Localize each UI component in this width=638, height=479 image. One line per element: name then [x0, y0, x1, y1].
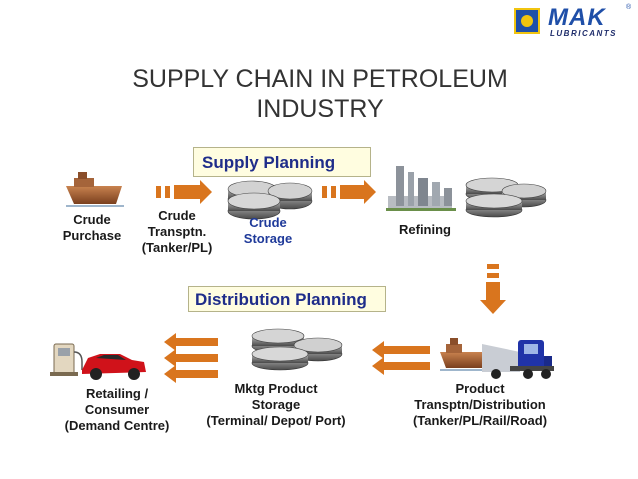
refining-label: Refining — [399, 222, 451, 237]
crude-storage-tanks-icon — [227, 180, 313, 220]
supply-planning-box: Supply Planning — [193, 147, 371, 177]
title-line-2: INDUSTRY — [256, 95, 384, 123]
logo-brand: MAK — [548, 4, 606, 31]
page-title: SUPPLY CHAIN IN PETROLEUM INDUSTRY — [60, 64, 580, 124]
arrow-left-icon — [164, 333, 218, 383]
refined-storage-tanks-icon — [465, 177, 547, 218]
logo-badge-icon — [514, 8, 540, 34]
crude-transport-label: Crude Transptn. (Tanker/PL) — [141, 208, 213, 255]
retailing-label: Retailing / Consumer (Demand Centre) — [64, 386, 170, 433]
arrow-right-icon — [322, 180, 376, 204]
crude-ship-icon — [66, 172, 124, 207]
product-transport-label: Product Transptn/Distribution (Tanker/PL… — [412, 381, 548, 428]
red-car-icon — [82, 354, 146, 380]
product-ship-icon — [440, 338, 490, 371]
refinery-icon — [386, 166, 456, 211]
mak-lubricants-logo: MAK LUBRICANTS ® — [514, 4, 634, 38]
arrow-down-icon — [480, 264, 506, 314]
logo-registered-mark: ® — [626, 4, 632, 11]
fuel-pump-icon — [50, 343, 83, 376]
tanker-truck-icon — [482, 340, 554, 379]
arrow-right-icon — [156, 180, 212, 204]
logo-subtitle: LUBRICANTS — [550, 29, 617, 38]
distribution-planning-box: Distribution Planning — [188, 286, 386, 312]
arrow-left-icon — [372, 341, 430, 375]
mktg-storage-tanks-icon — [251, 328, 343, 371]
mktg-storage-label: Mktg Product Storage (Terminal/ Depot/ P… — [206, 381, 346, 428]
crude-purchase-label: Crude Purchase — [62, 212, 122, 243]
crude-storage-label: Crude Storage — [243, 215, 293, 246]
title-line-1: SUPPLY CHAIN IN PETROLEUM — [132, 65, 508, 93]
